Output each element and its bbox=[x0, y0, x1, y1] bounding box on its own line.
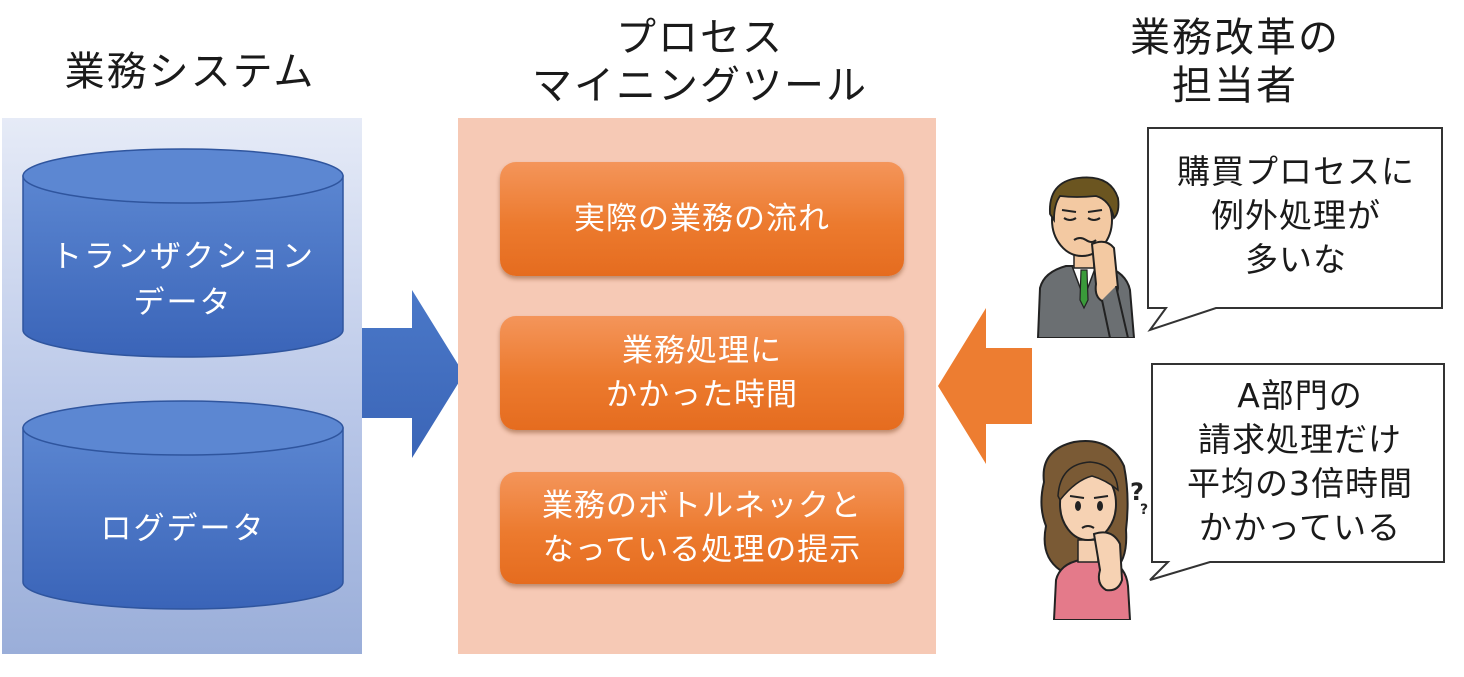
bottleneck-line1: 業務のボトルネックと bbox=[542, 488, 862, 524]
actual-flow-text: 実際の業務の流れ bbox=[574, 201, 830, 237]
log-data-label: ログデータ bbox=[100, 511, 266, 547]
speech-bubble-shape bbox=[1149, 363, 1445, 581]
tool-heading-line1: プロセス bbox=[616, 15, 784, 61]
cylinder-shape bbox=[22, 148, 344, 358]
bottleneck-line2: なっている処理の提示 bbox=[542, 532, 862, 568]
system-heading: 業務システム bbox=[0, 48, 380, 96]
person-heading-line2: 担当者 bbox=[1172, 63, 1298, 109]
question-mark-icon: ? bbox=[1130, 478, 1144, 506]
man-speech-bubble: 購買プロセスに 例外処理が 多いな bbox=[1130, 126, 1446, 332]
woman-speech-bubble: A部門の 請求処理だけ 平均の3倍時間 かかっている bbox=[1138, 362, 1448, 582]
woman-thinking-icon: ? ? bbox=[1040, 440, 1148, 620]
actual-flow-box: 実際の業務の流れ bbox=[500, 162, 904, 276]
man-speech-text: 購買プロセスに 例外処理が 多いな bbox=[1177, 152, 1415, 279]
arrow-left-icon bbox=[938, 308, 1032, 464]
person-heading: 業務改革の 担当者 bbox=[1090, 14, 1380, 110]
processing-time-line1: 業務処理に bbox=[622, 333, 782, 369]
woman-speech-text: A部門の 請求処理だけ 平均の3倍時間 かかっている bbox=[1187, 376, 1413, 547]
log-data-cylinder: ログデータ bbox=[22, 400, 344, 610]
person-heading-line1: 業務改革の bbox=[1130, 15, 1340, 61]
arrow-right-icon bbox=[362, 290, 464, 458]
cylinder-shape bbox=[22, 400, 344, 610]
tool-heading-line2: マイニングツール bbox=[532, 63, 868, 109]
bottleneck-box: 業務のボトルネックと なっている処理の提示 bbox=[500, 472, 904, 584]
processing-time-line2: かかった時間 bbox=[606, 377, 798, 413]
tool-heading: プロセス マイニングツール bbox=[460, 14, 940, 110]
system-heading-text: 業務システム bbox=[64, 49, 316, 95]
speech-bubble-shape bbox=[1147, 127, 1443, 332]
man-thinking-icon bbox=[1036, 176, 1136, 338]
question-mark-icon: ? bbox=[1140, 502, 1148, 518]
processing-time-box: 業務処理に かかった時間 bbox=[500, 316, 904, 430]
transaction-data-label: トランザクション データ bbox=[51, 239, 315, 321]
transaction-data-cylinder: トランザクション データ bbox=[22, 148, 344, 358]
